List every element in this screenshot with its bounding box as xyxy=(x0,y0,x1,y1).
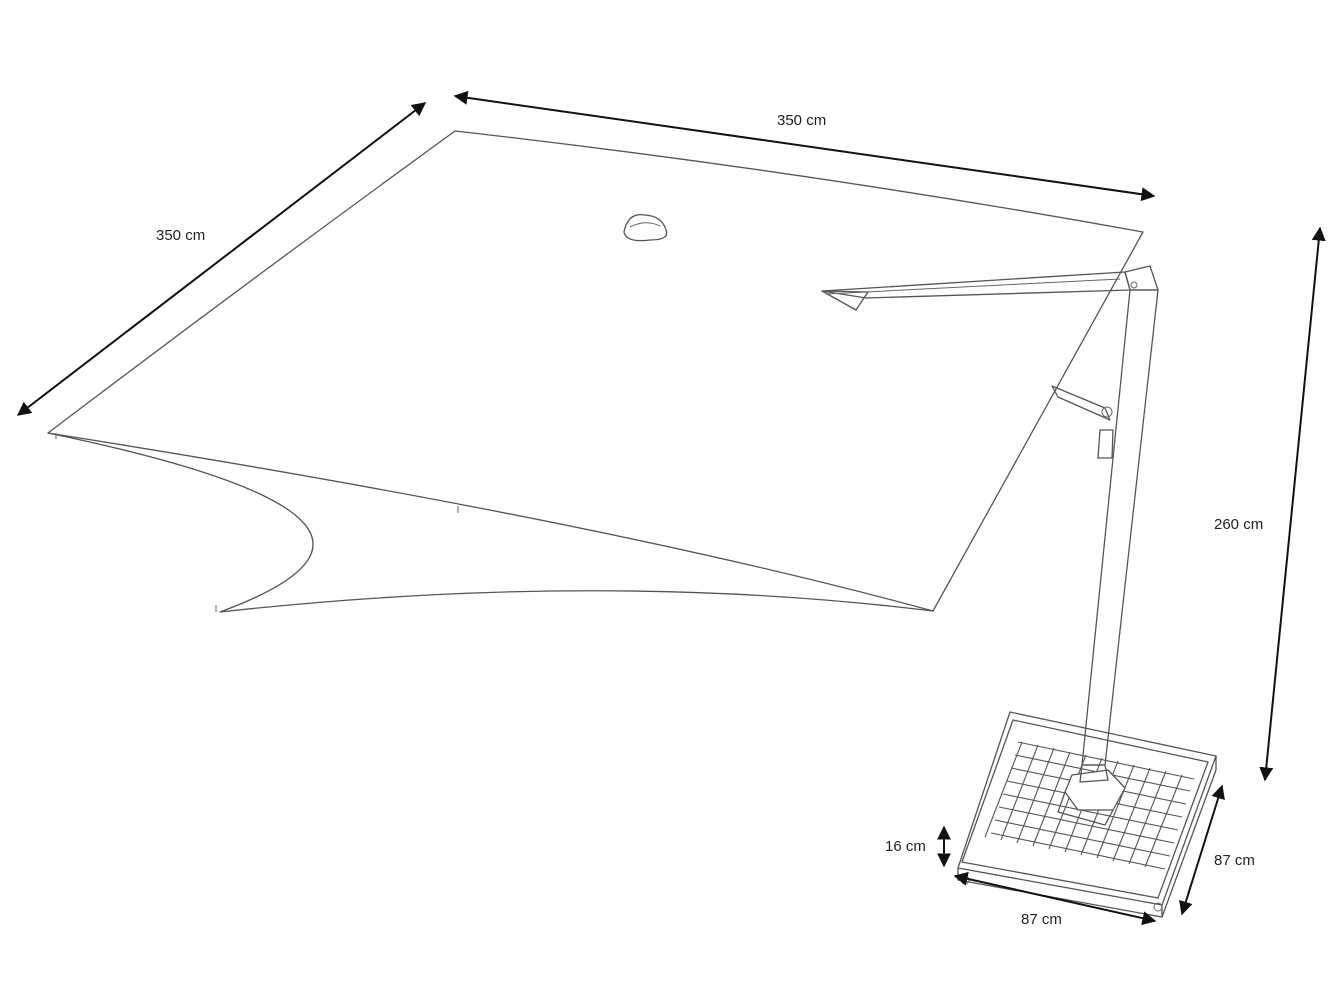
height-label: 260 cm xyxy=(1214,516,1263,533)
dimension-lines xyxy=(16,90,1326,926)
height-arrow xyxy=(1259,226,1326,782)
cantilever-arm xyxy=(821,265,1159,421)
base-depth-label: 87 cm xyxy=(1214,852,1255,869)
canopy-width-label: 350 cm xyxy=(156,227,205,244)
base-height-label: 16 cm xyxy=(885,838,926,855)
vent-cap xyxy=(623,213,668,242)
base-depth-arrow xyxy=(1179,784,1225,916)
canopy-length-arrow xyxy=(453,90,1156,202)
dimension-labels: 350 cm 350 cm 260 cm 16 cm 87 cm 87 cm xyxy=(156,112,1263,928)
canopy-width-arrow xyxy=(16,102,427,416)
canopy-length-label: 350 cm xyxy=(777,112,826,129)
pole xyxy=(1081,281,1159,766)
base-width-label: 87 cm xyxy=(1021,911,1062,928)
base-width-arrow xyxy=(953,871,1157,926)
canopy xyxy=(47,130,1144,613)
base xyxy=(957,711,1217,918)
